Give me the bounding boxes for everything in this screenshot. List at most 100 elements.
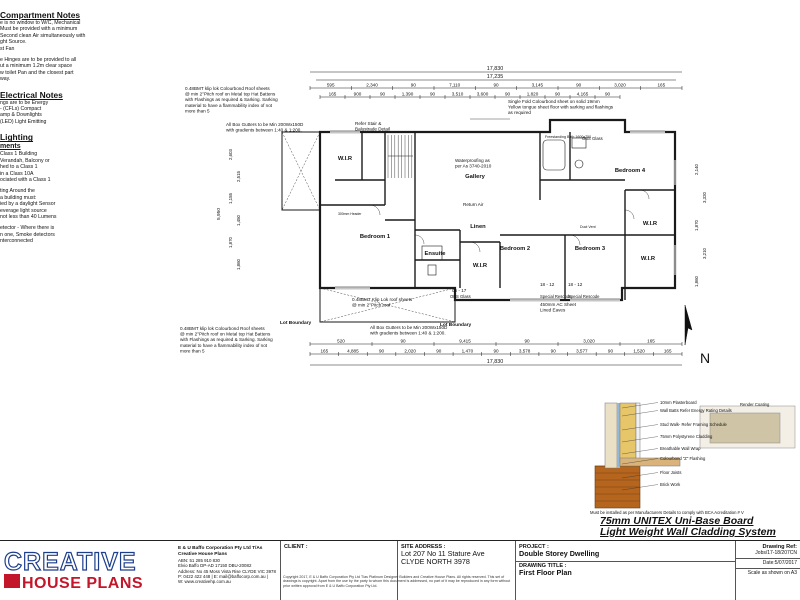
roof-note-top: material to have a flammability index of… xyxy=(185,103,273,108)
detail-leader xyxy=(621,424,659,431)
project-cell: PROJECT : Double Storey Dwelling DRAWING… xyxy=(515,541,735,600)
detail-leader xyxy=(621,484,659,491)
door-swing xyxy=(624,209,635,220)
dim-top-row3-label: 90 xyxy=(493,83,499,88)
dim-right-label: 1,860 xyxy=(694,275,699,287)
dim-bottom-row1-label: 520 xyxy=(337,339,345,344)
polystyrene-cladding xyxy=(604,402,618,469)
company-line: W: www.creativehp.com.au xyxy=(178,579,231,585)
lighting-note-line: ociated with a Class 1 xyxy=(0,176,51,183)
lighting-note-line: in a Class 10A xyxy=(0,170,34,177)
compartment-note-line: st Fan xyxy=(0,45,15,52)
dim-top-row4-label: 90 xyxy=(430,92,436,97)
special-rescode: Special Rescode xyxy=(540,294,572,299)
floor-joist xyxy=(619,457,681,467)
lighting-title: Lighting xyxy=(0,132,34,143)
translucent-note: Yellow tongue sheet floor with sarking a… xyxy=(508,105,614,110)
company-line: E & U Baffo Corporation Pty Ltd T/As xyxy=(178,546,263,551)
smoke-note-line: etector - Where there is xyxy=(0,225,55,232)
dim-bottom-row2-label: 3,578 xyxy=(519,349,531,354)
door-swing xyxy=(414,234,425,245)
ac-sheet-note: Lined Eaves xyxy=(540,308,566,313)
return-air-label: Return Air xyxy=(463,202,484,207)
dim-left-label: 1,870 xyxy=(228,236,233,248)
roof-note-bottom: 0.48BMT klip lok Colourbond Roof sheets xyxy=(180,326,265,331)
roof-note-bottom: @ min 2°Pitch roof on Metal top Hat Batt… xyxy=(180,332,271,337)
lot-boundary-left: Lot Boundary xyxy=(280,320,312,326)
dim-bottom-row2-label: 4,885 xyxy=(347,349,359,354)
dim-bottom-row2-label: 90 xyxy=(379,349,385,354)
lighting-note-line: hed to a Class 1 xyxy=(0,164,38,171)
dim-bottom-row2-label: 2,020 xyxy=(404,349,416,354)
roof-note-top: with Flashings as required & Sarking. Sa… xyxy=(185,97,278,102)
dim-top-row4-label: 900 xyxy=(354,92,362,97)
electrical-note-line: ngs are to be Energy xyxy=(0,99,49,106)
dim-left-label: 2,515 xyxy=(236,170,241,182)
room-label: W.I.R xyxy=(641,256,656,262)
dim-bottom-row2-label: 90 xyxy=(551,349,557,354)
roof-note-top: more than 5 xyxy=(185,108,210,113)
room-label: Bedroom 4 xyxy=(615,168,646,174)
compartment-note-line: Second clean Air simultaneously with xyxy=(0,32,86,39)
room-label: W.I.R xyxy=(643,221,658,227)
roof-diagonal xyxy=(319,287,456,323)
dim-bottom-row1-label: 9,415 xyxy=(459,339,471,344)
room-label: Ensuite xyxy=(425,251,447,257)
room-label: Bedroom 1 xyxy=(360,234,391,240)
dim-right-label: 3,210 xyxy=(702,247,707,259)
dim-top-row3-label: 90 xyxy=(411,83,417,88)
drawing-ref-label: Drawing Ref: xyxy=(762,544,798,550)
stair-note: Refer Stair & xyxy=(355,121,381,126)
dim-top-row3-label: 2,340 xyxy=(366,83,378,88)
dim-top-row3-label: 3,020 xyxy=(614,83,626,88)
lighting-note-line: not less than 40 Lumens xyxy=(0,213,57,220)
room-label: W.I.R xyxy=(473,263,488,269)
toilet-ensuite xyxy=(427,264,437,276)
lighting-note-line: everage light source xyxy=(0,207,47,214)
roof-note-top: 0.48BMT klip lok Colourbond Roof sheets xyxy=(185,86,270,91)
dim-top-row4-label: 1,390 xyxy=(402,92,414,97)
shower-ensuite xyxy=(421,245,443,261)
dim-bottom-row2-label: 165 xyxy=(664,349,672,354)
logo-text-bottom: HOUSE PLANS xyxy=(22,575,143,592)
special-rescode: Special Rescode xyxy=(568,294,600,299)
electrical-note-line: - (CFLs) Compact xyxy=(0,106,42,113)
gutters-note-top: All Box Gutters to be Min 200Wx150D xyxy=(226,122,304,127)
compartment-notes-title: Compartment Notes xyxy=(0,10,81,20)
hinge-note-line: ut a minimum 1.2m clear space xyxy=(0,63,73,70)
compartment-note-line: ght Source. xyxy=(0,39,27,46)
room-label: Bedroom 3 xyxy=(575,246,606,252)
detail-title-line-2: Light Weight Wall Cladding System xyxy=(600,526,776,538)
lighting-note-line: a building must: xyxy=(0,194,37,201)
dim-bottom-row2-label: 1,520 xyxy=(633,349,645,354)
scale-value: Scale as shown on A3 xyxy=(736,568,800,577)
compartment-note-line: e is no window to W/C, Mechanical xyxy=(0,20,81,26)
obs-glass: OBS Glass xyxy=(582,136,603,141)
translucent-note: as required xyxy=(508,110,531,115)
dim-bottom-row2-label: 90 xyxy=(493,349,499,354)
hinge-note-line: way. xyxy=(0,76,11,83)
vanity-bathroom xyxy=(571,137,587,149)
copyright-text: Copyright 2017, E & U Baffo Corporation … xyxy=(283,575,511,588)
header-note: 300mm Header xyxy=(338,212,362,216)
outer-wall xyxy=(318,118,677,302)
detail-label: Render Coating xyxy=(740,402,770,407)
lot-boundary-right: Lot Boundary xyxy=(440,322,472,328)
klip-lok-note: 0.48BMT Klip Lok roof sheets xyxy=(352,297,413,302)
dim-left-label: 1,860 xyxy=(236,258,241,270)
dim-top-row4-label: 90 xyxy=(605,92,611,97)
north-label: N xyxy=(700,350,710,366)
door-swing xyxy=(469,241,481,253)
roof-area-left xyxy=(281,131,321,211)
detail-install-note: Must be installed as per Manufacturers D… xyxy=(590,510,744,515)
company-line: Address: No 45 Moss Vista Rise CLYDE VIC… xyxy=(178,568,276,574)
smoke-note-line: n one, Smoke detectors xyxy=(0,231,55,238)
dim-top-row3-label: 595 xyxy=(327,83,335,88)
dim-bottom-row1-label: 165 xyxy=(647,339,655,344)
creative-house-plans-logo: CREATIVE HOUSE PLANS xyxy=(3,548,143,592)
